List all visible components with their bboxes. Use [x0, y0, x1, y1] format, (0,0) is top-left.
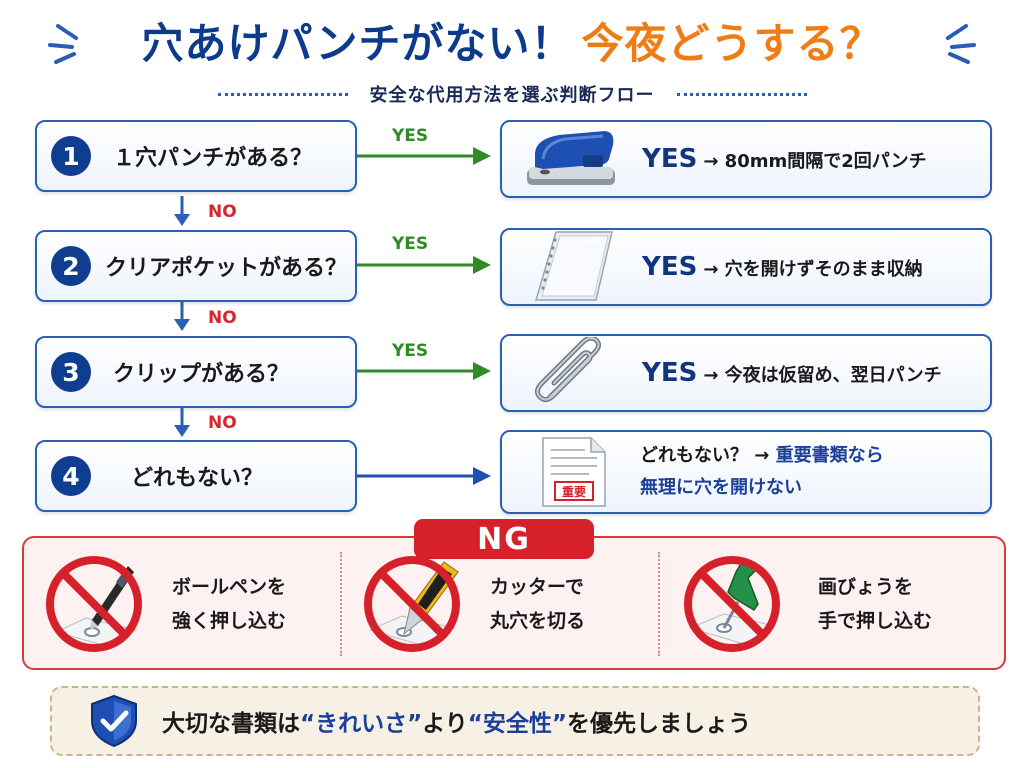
footer-banner: 大切な書類は“きれいさ”より“安全性”を優先しましょう — [50, 686, 980, 756]
footer-part-1: 大切な書類は — [162, 711, 300, 737]
ng-item-3-line1: 画びょうを — [818, 576, 914, 598]
page-title: 穴あけパンチがない！ 今夜どうする？ — [0, 8, 1024, 72]
question-box-4: 4 どれもない？ — [35, 440, 357, 512]
step-number-1: 1 — [51, 136, 91, 176]
answer-4-line2: 無理に穴を開けない — [640, 477, 802, 498]
footer-part-2: “きれいさ” — [300, 711, 423, 737]
no-arrow-3-icon — [174, 407, 190, 437]
question-box-2: 2 クリアポケットがある？ — [35, 230, 357, 302]
yes-label-3: YES — [392, 341, 429, 361]
ng-separator-1 — [340, 552, 342, 656]
title-main: 穴あけパンチがない！ — [141, 18, 574, 68]
question-4: どれもない？ — [131, 466, 264, 491]
no-label-3: NO — [208, 413, 237, 433]
burst-lines-right-icon — [946, 24, 976, 64]
arrow-4-icon — [357, 467, 491, 485]
yes-arrow-2-icon — [357, 256, 491, 274]
ng-separator-2 — [658, 552, 660, 656]
important-document-icon: 重要 — [542, 437, 606, 507]
answer-yes-1: YES — [642, 144, 698, 174]
question-3: クリップがある？ — [113, 362, 290, 387]
footer-message: 大切な書類は“きれいさ”より“安全性”を優先しましょう — [162, 704, 751, 738]
dotted-divider-right — [676, 92, 807, 96]
hole-punch-icon — [527, 131, 615, 185]
ng-item-2-line1: カッターで — [490, 576, 584, 598]
paper-clip-icon — [534, 337, 602, 403]
answer-text-1: → 80mm間隔で2回パンチ — [703, 151, 927, 172]
answer-1: YES→ 80mm間隔で2回パンチ — [642, 144, 927, 174]
ng-item-2-line2: 丸穴を切る — [490, 610, 586, 632]
answer-4-prefix: どれもない？ → — [640, 445, 776, 466]
answer-2: YES→ 穴を開けずそのまま収納 — [642, 252, 923, 282]
no-arrow-2-icon — [174, 301, 190, 331]
answer-box-3: YES→ 今夜は仮留め、翌日パンチ — [500, 334, 992, 412]
step-number-3: 3 — [51, 352, 91, 392]
footer-part-3: より — [422, 711, 468, 737]
question-2: クリアポケットがある？ — [105, 256, 348, 281]
clear-pocket-icon — [534, 231, 613, 301]
ng-item-2: カッターで 丸穴を切る — [348, 548, 585, 660]
ballpoint-pen-prohibited-icon — [46, 556, 142, 652]
ng-item-1: ボールペンを 強く押し込む — [30, 548, 286, 660]
subtitle: 安全な代用方法を選ぶ判断フロー — [369, 85, 655, 106]
no-arrow-1-icon — [174, 196, 190, 226]
answer-4-highlight: 重要書類なら — [775, 445, 884, 466]
doc-stamp-label: 重要 — [562, 484, 586, 499]
answer-yes-3: YES — [642, 358, 698, 388]
ng-item-1-line2: 強く押し込む — [172, 610, 287, 632]
answer-text-2: → 穴を開けずそのまま収納 — [703, 259, 923, 280]
footer-part-4: “安全性” — [467, 711, 568, 737]
dotted-divider-left — [217, 92, 348, 96]
ng-item-3-line2: 手で押し込む — [818, 610, 933, 632]
title-accent: 今夜どうする？ — [581, 18, 883, 68]
answer-box-4: 重要 どれもない？ → 重要書類なら 無理に穴を開けない — [500, 430, 992, 514]
answer-4: どれもない？ → 重要書類なら 無理に穴を開けない — [640, 440, 884, 504]
shield-check-icon — [91, 694, 137, 748]
answer-yes-2: YES — [642, 252, 698, 282]
yes-arrow-1-icon — [357, 147, 491, 165]
yes-arrow-3-icon — [357, 362, 491, 380]
subtitle-row: 安全な代用方法を選ぶ判断フロー — [0, 80, 1024, 108]
ng-badge: NG — [414, 519, 594, 559]
push-pin-prohibited-icon — [684, 556, 780, 652]
question-box-1: 1 １穴パンチがある？ — [35, 120, 357, 192]
step-number-2: 2 — [51, 246, 91, 286]
ng-item-1-line1: ボールペンを — [172, 576, 287, 598]
step-number-4: 4 — [51, 456, 91, 496]
question-1: １穴パンチがある？ — [113, 146, 313, 171]
no-label-1: NO — [208, 202, 237, 222]
no-label-2: NO — [208, 308, 237, 328]
yes-label-2: YES — [392, 234, 429, 254]
answer-box-2: YES→ 穴を開けずそのまま収納 — [500, 228, 992, 306]
answer-box-1: YES→ 80mm間隔で2回パンチ — [500, 120, 992, 198]
burst-lines-left-icon — [48, 24, 78, 64]
question-box-3: 3 クリップがある？ — [35, 336, 357, 408]
cutter-knife-prohibited-icon — [364, 556, 460, 652]
yes-label-1: YES — [392, 126, 429, 146]
answer-text-3: → 今夜は仮留め、翌日パンチ — [703, 365, 942, 386]
ng-item-3: 画びょうを 手で押し込む — [668, 548, 932, 660]
footer-part-5: を優先しましょう — [567, 711, 752, 737]
answer-3: YES→ 今夜は仮留め、翌日パンチ — [642, 358, 942, 388]
